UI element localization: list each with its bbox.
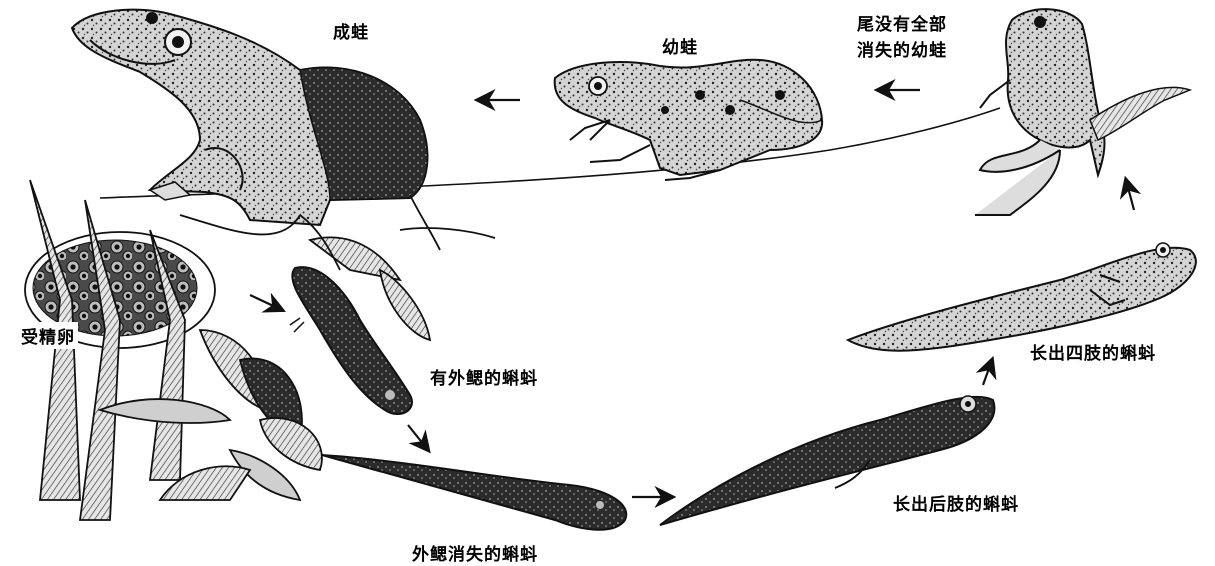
label-hind-limb-tadpole: 长出后肢的蝌蚪 [893, 490, 1019, 515]
label-tail-froglet-line2: 消失的幼蛙 [857, 38, 947, 64]
label-tail-froglet: 尾没有全部 消失的幼蛙 [857, 12, 947, 64]
label-external-gill-tadpole: 有外鳃的蝌蚪 [430, 364, 538, 389]
arrow-four-limb-to-froglet [1126, 180, 1134, 210]
label-tail-froglet-line1: 尾没有全部 [857, 12, 947, 38]
adult-frog-illustration [72, 10, 427, 225]
four-limb-tadpole-illustration [848, 243, 1196, 351]
gill-lost-tadpole-illustration [322, 455, 626, 530]
arrow-gill-to-lost-gill-tadpole [408, 425, 428, 450]
label-four-limb-tadpole: 长出四肢的蝌蚪 [1030, 339, 1156, 364]
froglet-with-tail-illustration [975, 9, 1190, 215]
label-fertilized-eggs: 受精卵 [18, 322, 78, 349]
label-gill-lost-tadpole: 外鳃消失的蝌蚪 [412, 540, 538, 565]
arrow-eggs-to-gill-tadpole [250, 295, 282, 310]
label-adult-frog: 成蛙 [333, 18, 369, 43]
arrow-hind-to-four-limb [983, 360, 992, 385]
label-young-frog: 幼蛙 [662, 33, 698, 58]
young-frog-illustration [555, 60, 822, 180]
